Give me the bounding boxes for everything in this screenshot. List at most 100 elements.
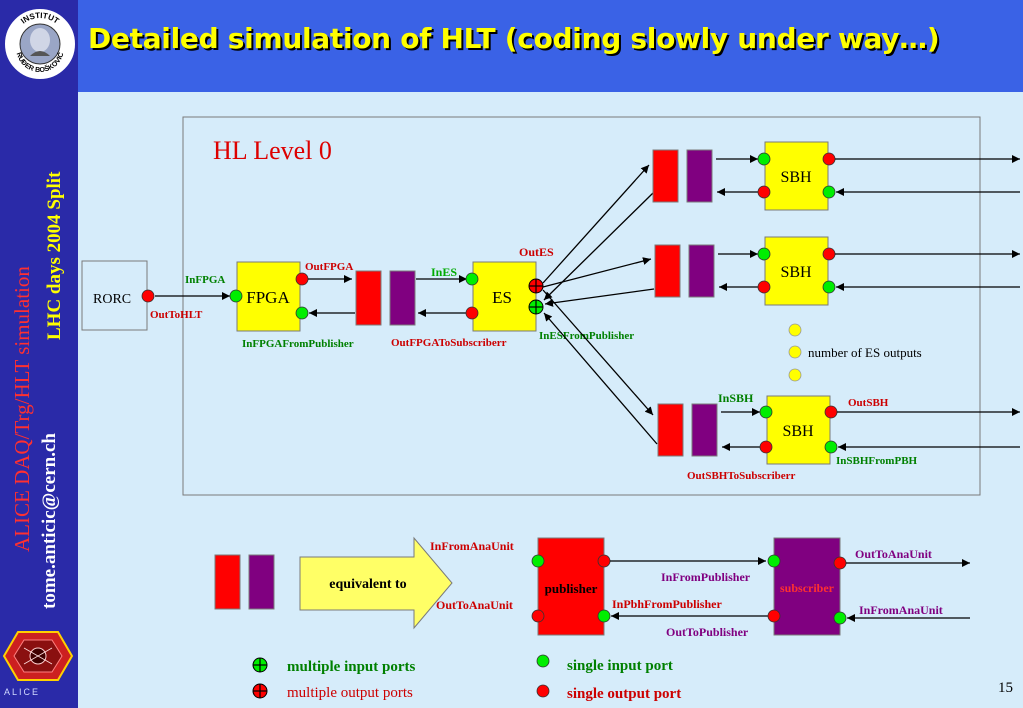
multiple-input-port-icon bbox=[252, 657, 268, 673]
sbh2-subscriber-output-port bbox=[757, 280, 771, 294]
es-multiple-output-port bbox=[528, 278, 544, 294]
in-from-publisher-label: InFromPublisher bbox=[661, 570, 751, 584]
in-es-from-publisher-label: InESFromPublisher bbox=[539, 330, 634, 342]
fpga-subscriber-block bbox=[389, 270, 416, 326]
legend-subscriber-block bbox=[248, 554, 275, 610]
out-to-publisher-label: OutToPublisher bbox=[666, 625, 749, 639]
sbh3-publisher-input-port bbox=[824, 440, 838, 454]
out-to-hlt-label: OutToHLT bbox=[150, 309, 203, 321]
es-to-branch1-arrow bbox=[542, 164, 650, 284]
sbh3-box bbox=[766, 395, 831, 465]
fpga-publisher-block bbox=[355, 270, 382, 326]
es-output-dot bbox=[788, 323, 802, 337]
fpga-input-port bbox=[229, 289, 243, 303]
branch1-to-es-arrow bbox=[543, 192, 654, 301]
sbh2-publisher-input-port bbox=[822, 280, 836, 294]
es-subscriber-output-port bbox=[465, 306, 479, 320]
multiple-output-port-icon bbox=[252, 683, 268, 699]
svg-text:INSTITUT: INSTITUT bbox=[19, 11, 61, 26]
svg-text:ALICE: ALICE bbox=[4, 687, 40, 697]
branch2-publisher-block bbox=[654, 244, 681, 298]
out-sbh-to-subscriber-label: OutSBHToSubscriberr bbox=[687, 470, 796, 482]
es-box bbox=[472, 261, 537, 332]
subscriber-to-ana-unit-port bbox=[833, 556, 847, 570]
number-of-es-outputs-label: number of ES outputs bbox=[808, 345, 922, 360]
branch2-subscriber-block bbox=[688, 244, 715, 298]
equivalent-to-label: equivalent to bbox=[329, 577, 406, 592]
single-output-port-label: single output port bbox=[567, 686, 681, 702]
multiple-input-ports-label: multiple input ports bbox=[287, 659, 416, 675]
alice-logo: ALICE bbox=[2, 631, 74, 697]
es-label: ES bbox=[492, 288, 512, 307]
sbh3-input-port bbox=[759, 405, 773, 419]
fpga-output-port bbox=[295, 272, 309, 286]
single-output-port-icon bbox=[536, 684, 550, 698]
sbh1-input-port bbox=[757, 152, 771, 166]
sbh2-box bbox=[764, 236, 829, 306]
institute-seal-logo: INSTITUT RUĐER BOŠKOVIĆ bbox=[3, 7, 77, 81]
header-bar bbox=[78, 0, 1023, 92]
in-pbh-from-publisher-label: InPbhFromPublisher bbox=[612, 597, 722, 611]
subscriber-output-port bbox=[767, 609, 781, 623]
sbh1-box bbox=[764, 141, 829, 211]
in-sbh-from-pbh-label: InSBHFromPBH bbox=[836, 455, 918, 467]
publisher-from-subscriber-port bbox=[597, 609, 611, 623]
es-to-branch3-arrow bbox=[542, 289, 654, 416]
equivalent-to-arrow bbox=[299, 536, 453, 630]
out-sbh-label: OutSBH bbox=[848, 397, 889, 409]
rorc-label: RORC bbox=[93, 292, 131, 307]
legend-publisher-block bbox=[214, 554, 241, 610]
in-from-ana-unit-left-label: InFromAnaUnit bbox=[430, 539, 514, 553]
hl-level0-title: HL Level 0 bbox=[213, 136, 332, 165]
sbh1-label: SBH bbox=[780, 169, 812, 186]
single-input-port-icon bbox=[536, 654, 550, 668]
publisher-input-port bbox=[531, 554, 545, 568]
branch2-to-es-arrow bbox=[544, 288, 655, 307]
sbh1-publisher-input-port bbox=[822, 185, 836, 199]
sbh3-subscriber-output-port bbox=[759, 440, 773, 454]
publisher-box bbox=[537, 537, 605, 636]
subscriber-input-port bbox=[767, 554, 781, 568]
es-output-dot bbox=[788, 345, 802, 359]
es-to-branch2-arrow bbox=[542, 257, 652, 288]
out-to-ana-unit-right-label: OutToAnaUnit bbox=[855, 547, 932, 561]
sbh2-input-port bbox=[757, 247, 771, 261]
in-from-ana-unit-right-label: InFromAnaUnit bbox=[859, 603, 943, 617]
publisher-to-subscriber-port bbox=[597, 554, 611, 568]
fpga-label: FPGA bbox=[246, 288, 290, 307]
sbh1-output-port bbox=[822, 152, 836, 166]
multiple-output-ports-label: multiple output ports bbox=[287, 685, 413, 701]
sbh3-output-port bbox=[824, 405, 838, 419]
branch3-publisher-block bbox=[657, 403, 684, 457]
in-fpga-label: InFPGA bbox=[185, 274, 225, 286]
es-input-port bbox=[465, 272, 479, 286]
rorc-box bbox=[81, 260, 148, 331]
fpga-box bbox=[236, 261, 301, 332]
subscriber-label: subscriber bbox=[780, 581, 835, 595]
slide-title: Detailed simulation of HLT (coding slowl… bbox=[88, 22, 940, 55]
sidebar bbox=[0, 0, 78, 708]
in-fpga-from-publisher-label: InFPGAFromPublisher bbox=[242, 338, 354, 350]
branch3-subscriber-block bbox=[691, 403, 718, 457]
sbh1-subscriber-output-port bbox=[757, 185, 771, 199]
in-es-label: InES bbox=[431, 265, 457, 279]
single-input-port-label: single input port bbox=[567, 658, 673, 674]
publisher-label: publisher bbox=[545, 581, 598, 596]
sbh3-label: SBH bbox=[782, 423, 814, 440]
branch1-subscriber-block bbox=[686, 149, 713, 203]
out-to-ana-unit-left-label: OutToAnaUnit bbox=[436, 598, 513, 612]
subscriber-box bbox=[773, 537, 841, 636]
publisher-output-port bbox=[531, 609, 545, 623]
branch1-publisher-block bbox=[652, 149, 679, 203]
branch3-to-es-arrow bbox=[543, 312, 658, 445]
sbh2-label: SBH bbox=[780, 264, 812, 281]
out-fpga-label: OutFPGA bbox=[305, 261, 353, 273]
es-output-dot bbox=[788, 368, 802, 382]
in-sbh-label: InSBH bbox=[718, 391, 754, 405]
hl-level0-frame bbox=[182, 116, 981, 496]
subscriber-from-ana-unit-port bbox=[833, 611, 847, 625]
sbh2-output-port bbox=[822, 247, 836, 261]
rorc-output-port bbox=[141, 289, 155, 303]
page-number: 15 bbox=[998, 680, 1013, 696]
